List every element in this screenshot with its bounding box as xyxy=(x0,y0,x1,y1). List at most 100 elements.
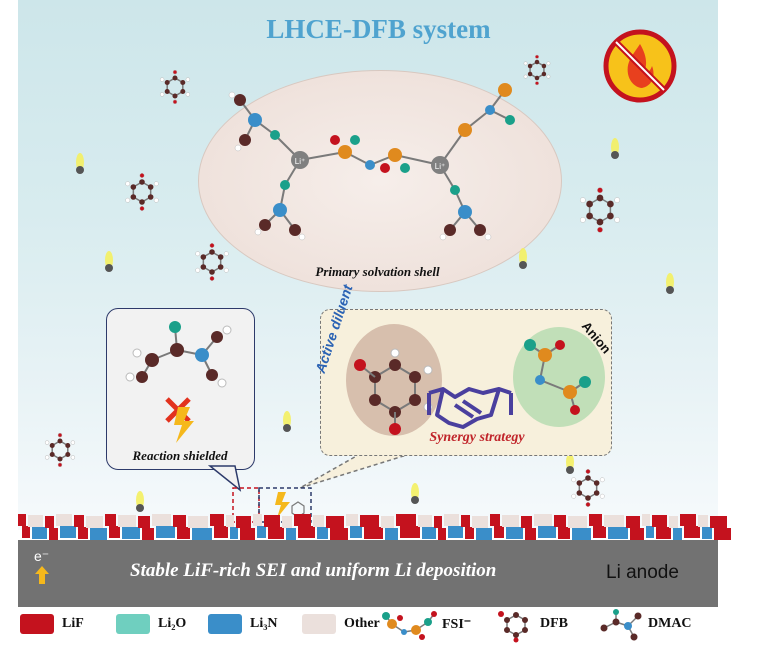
sei-grain xyxy=(558,527,570,539)
sei-grain xyxy=(177,527,190,539)
li-anode-label: Li anode xyxy=(606,562,679,583)
sei-grain xyxy=(313,515,324,527)
solvation-shell-oval xyxy=(198,70,562,292)
fsi-molecule-anion xyxy=(524,339,591,415)
li-ion-7 xyxy=(136,491,144,512)
legend-swatch-lif xyxy=(20,614,54,634)
dfb-molecule-4 xyxy=(579,187,621,233)
sei-grain xyxy=(257,526,266,538)
sei-grain xyxy=(448,526,463,538)
sei-grain xyxy=(652,515,667,527)
sei-grain xyxy=(214,526,228,538)
sei-grain xyxy=(521,516,532,528)
sei-grain xyxy=(673,528,682,540)
legend-label-other: Other xyxy=(344,616,380,631)
sei-grain xyxy=(49,528,58,540)
anion-ellipse xyxy=(513,327,605,427)
sei-grain xyxy=(350,526,362,538)
sei-grain xyxy=(418,515,432,527)
reaction-shielded-label: Reaction shielded xyxy=(132,448,228,463)
sei-grain xyxy=(381,516,394,528)
sei-grain xyxy=(444,514,459,526)
diluent-ellipse xyxy=(346,324,442,436)
sei-grain xyxy=(710,516,727,528)
sei-grain xyxy=(122,527,140,539)
legend-label-fsi: FSI⁻ xyxy=(442,617,472,632)
legend-icon-dmac xyxy=(600,609,642,641)
sei-grain xyxy=(109,526,120,538)
dfb-molecule-6 xyxy=(571,469,605,507)
sei-grain xyxy=(264,515,280,527)
synergy-strategy-label: Synergy strategy xyxy=(429,430,525,445)
sei-grain xyxy=(60,526,76,538)
dfb-molecule-2 xyxy=(125,173,159,211)
legend-swatch-li2o xyxy=(116,614,150,634)
legend-label-li2o: Li₂O xyxy=(158,616,187,631)
sei-layer xyxy=(18,514,731,540)
sei-grain xyxy=(656,527,671,539)
sei-grain xyxy=(294,514,311,526)
dfb-molecule-0 xyxy=(159,69,191,105)
legend-label-dfb: DFB xyxy=(540,616,568,631)
electron-arrow-icon xyxy=(35,566,49,584)
sei-grain xyxy=(506,527,523,539)
sei-grain xyxy=(593,526,606,538)
sei-grain xyxy=(698,515,708,527)
sei-grain xyxy=(268,527,284,539)
sei-grain xyxy=(364,527,383,539)
sei-grain xyxy=(282,516,292,528)
sei-grain xyxy=(680,514,696,526)
legend-label-lif: LiF xyxy=(62,616,84,631)
sei-grain xyxy=(538,526,556,538)
sei-grain xyxy=(90,528,107,540)
sei-grain xyxy=(400,526,420,538)
dfb-molecule-1 xyxy=(523,54,551,86)
sei-grain xyxy=(669,516,678,528)
sei-grain xyxy=(714,528,731,540)
sei-grain xyxy=(138,516,150,528)
sei-grain xyxy=(434,516,442,528)
sei-grain xyxy=(286,528,296,540)
li-ion-2 xyxy=(611,138,619,159)
sei-grain xyxy=(476,528,492,540)
legend-label-li3n: Li₃N xyxy=(250,616,278,631)
sei-grain xyxy=(494,526,504,538)
anode-description: Stable LiF-rich SEI and uniform Li depos… xyxy=(130,560,497,581)
sei-grain xyxy=(360,515,379,527)
sei-grain xyxy=(45,516,54,528)
sei-grain xyxy=(18,514,26,526)
sei-grain xyxy=(326,516,344,528)
sei-grain xyxy=(490,514,500,526)
li-ion-8 xyxy=(411,483,419,504)
li-ion-4 xyxy=(666,273,674,294)
li-ion-9 xyxy=(566,453,574,474)
sei-grain xyxy=(630,528,644,540)
li-ion-1 xyxy=(105,251,113,272)
sei-grain xyxy=(78,527,88,539)
sei-grain xyxy=(192,528,212,540)
sei-grain xyxy=(32,527,47,539)
legend-icon-fsi xyxy=(382,611,437,640)
sei-grain xyxy=(626,516,640,528)
sei-grain xyxy=(28,515,43,527)
legend-swatch-other xyxy=(302,614,336,634)
sei-grain xyxy=(240,528,255,540)
sei-grain xyxy=(226,515,234,527)
sei-grain xyxy=(465,527,474,539)
no-fire-icon xyxy=(603,29,677,103)
electron-label: e⁻ xyxy=(34,548,50,564)
sei-grain xyxy=(589,514,602,526)
sei-grain xyxy=(534,514,552,526)
sei-grain xyxy=(525,528,536,540)
handshake-icon xyxy=(427,387,513,429)
reaction-shielded-callout xyxy=(106,308,255,470)
sei-grain xyxy=(330,528,348,540)
li-ion-6 xyxy=(283,411,291,432)
sei-grain xyxy=(173,515,186,527)
sei-grain xyxy=(646,526,654,538)
sei-grain xyxy=(572,528,591,540)
sei-grain xyxy=(554,515,566,527)
